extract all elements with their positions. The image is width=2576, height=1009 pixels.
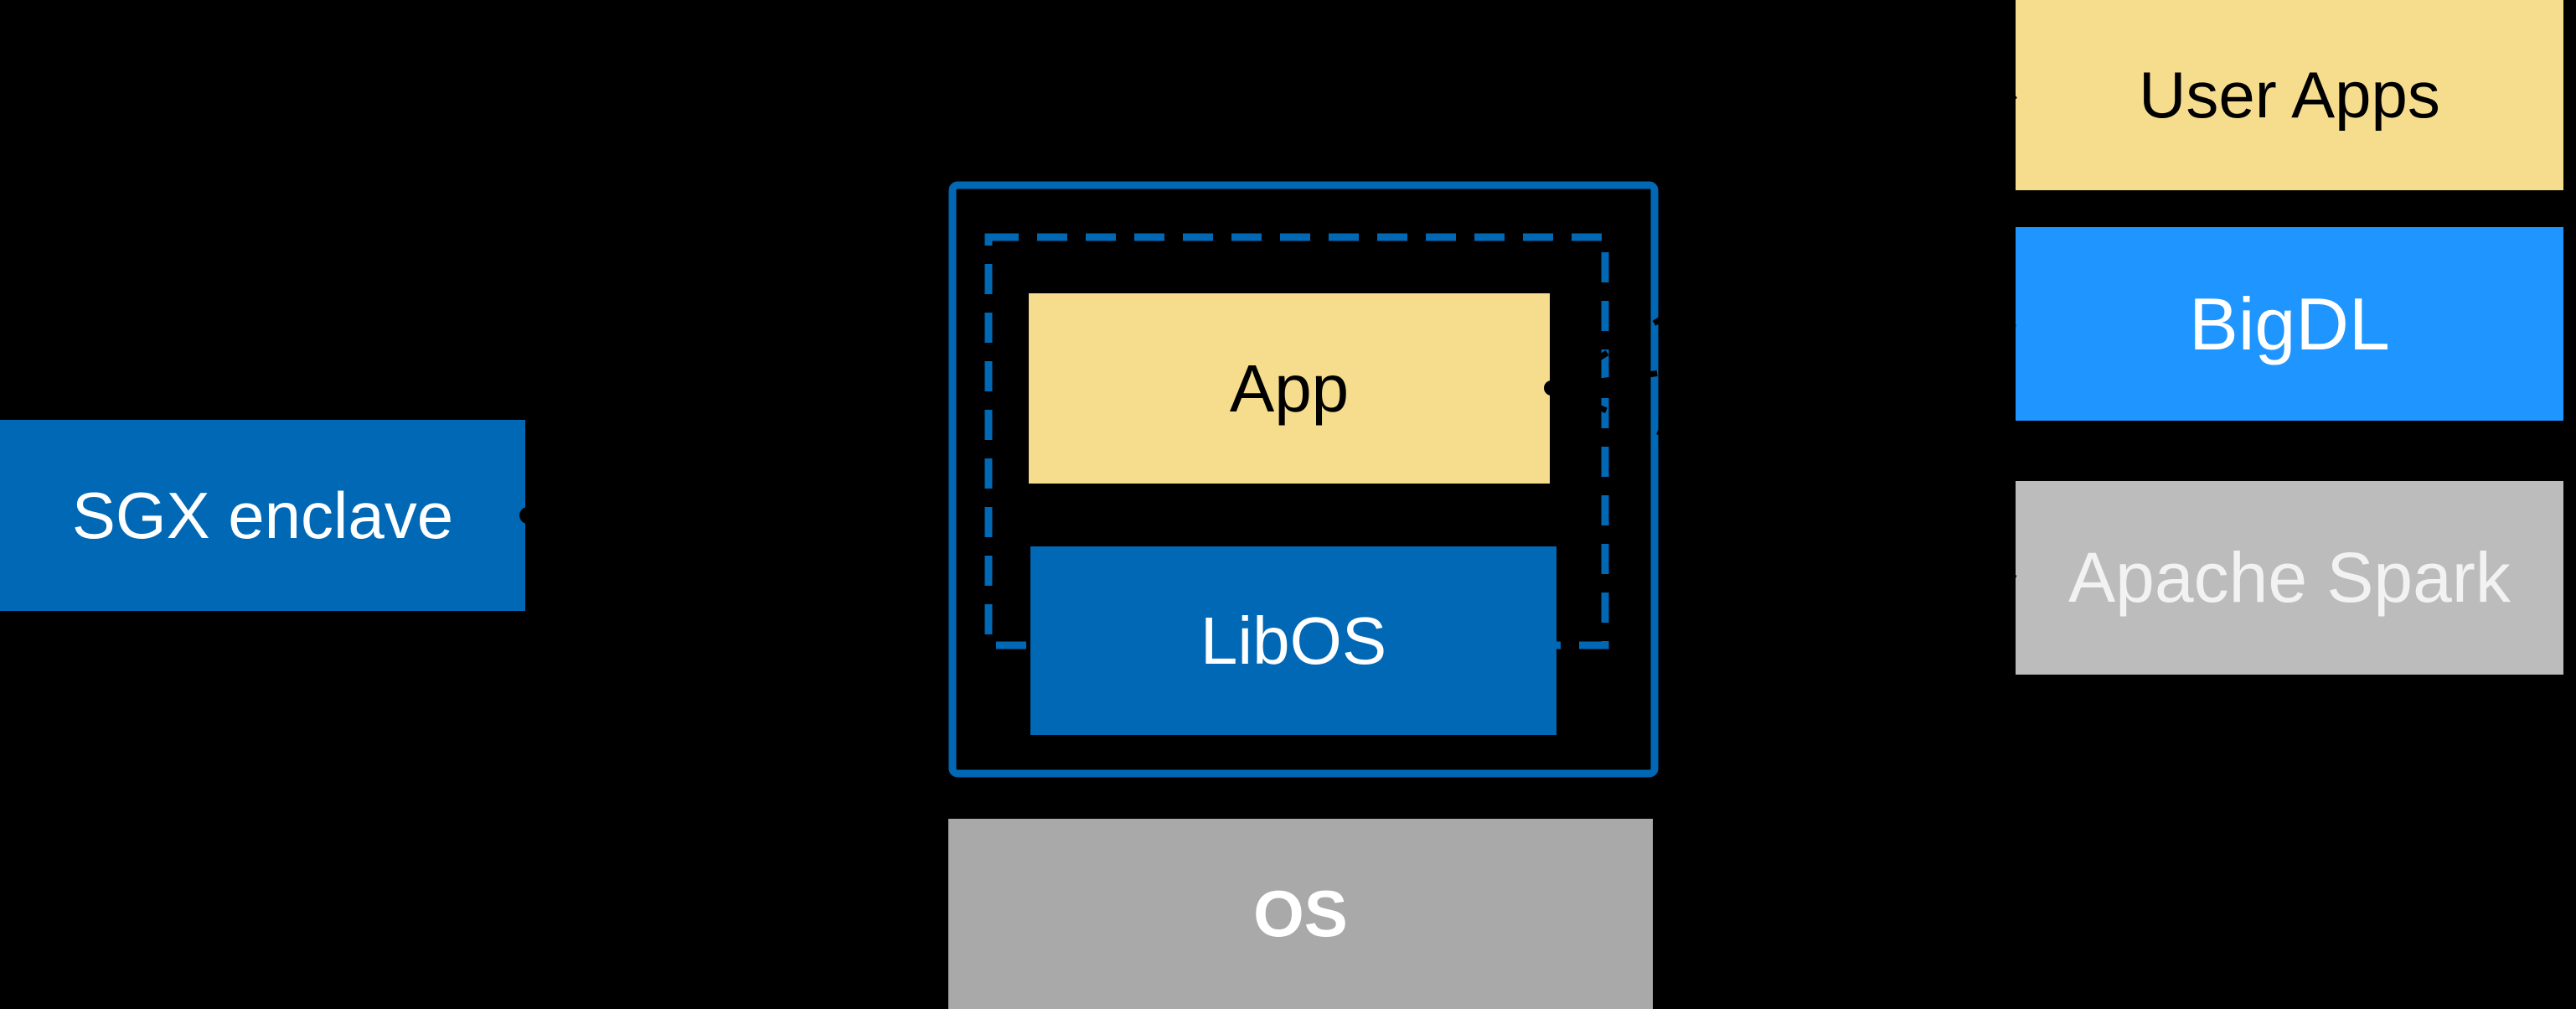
- apache-spark-label: Apache Spark: [2068, 538, 2511, 617]
- libos-node: LibOS: [1030, 546, 1556, 735]
- connector-user-apps-to-app: [1550, 93, 2017, 391]
- apache-spark-node: Apache Spark: [2016, 481, 2563, 675]
- connector-bigdl-to-app: [1551, 320, 2016, 391]
- sgx-enclave-node: SGX enclave: [0, 420, 525, 611]
- os-label: OS: [1253, 877, 1348, 950]
- bigdl-label: BigDL: [2189, 282, 2390, 365]
- app-node: App: [1029, 293, 1550, 484]
- user-apps-node: User Apps: [2016, 0, 2563, 190]
- connector-apache-spark-to-app: [1550, 385, 2017, 582]
- app-label: App: [1229, 350, 1350, 426]
- libos-label: LibOS: [1200, 603, 1387, 678]
- user-apps-label: User Apps: [2139, 58, 2440, 132]
- bigdl-node: BigDL: [2016, 227, 2563, 421]
- connector-sgx-to-enclave: [527, 488, 947, 518]
- sgx-enclave-label: SGX enclave: [71, 478, 454, 552]
- os-node: OS: [948, 819, 1653, 1009]
